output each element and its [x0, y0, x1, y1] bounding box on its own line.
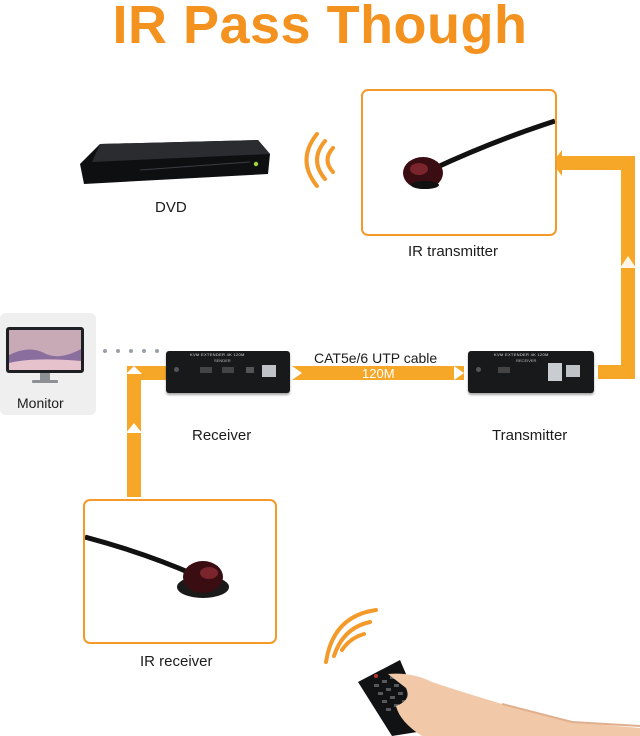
transmitter-badge: RECEIVER [516, 358, 537, 363]
receiver-label: Receiver [192, 427, 252, 444]
remote-control-image [352, 652, 640, 736]
transmitter-label: Transmitter [492, 427, 568, 444]
ir-transmitter-box [361, 89, 557, 236]
ir-receiver-box [83, 499, 277, 644]
transmitter-panel-text: KVM EXTENDER 4K 120M [494, 352, 549, 357]
ir-receiver-label: IR receiver [140, 653, 213, 670]
dvd-player-image [80, 140, 270, 188]
ir-receiver-image [85, 534, 229, 598]
monitor-label: Monitor [17, 395, 64, 411]
cable-type-label: CAT5e/6 UTP cable [314, 350, 438, 366]
ir-transmitter-label: IR transmitter [408, 243, 499, 260]
cable-length-label: 120M [362, 366, 395, 381]
receiver-device: KVM EXTENDER 4K 120M SENDER [166, 351, 290, 393]
receiver-badge: SENDER [214, 358, 231, 363]
monitor-connector-dots [103, 340, 168, 358]
dvd-label: DVD [155, 199, 187, 216]
page-title: IR Pass Though [112, 0, 528, 55]
ir-transmitter-image [403, 118, 555, 189]
transmitter-device: KVM EXTENDER 4K 120M RECEIVER [468, 351, 594, 393]
receiver-panel-text: KVM EXTENDER 4K 120M [190, 352, 245, 357]
monitor-icon [4, 325, 86, 387]
monitor-card: Monitor [0, 313, 96, 415]
